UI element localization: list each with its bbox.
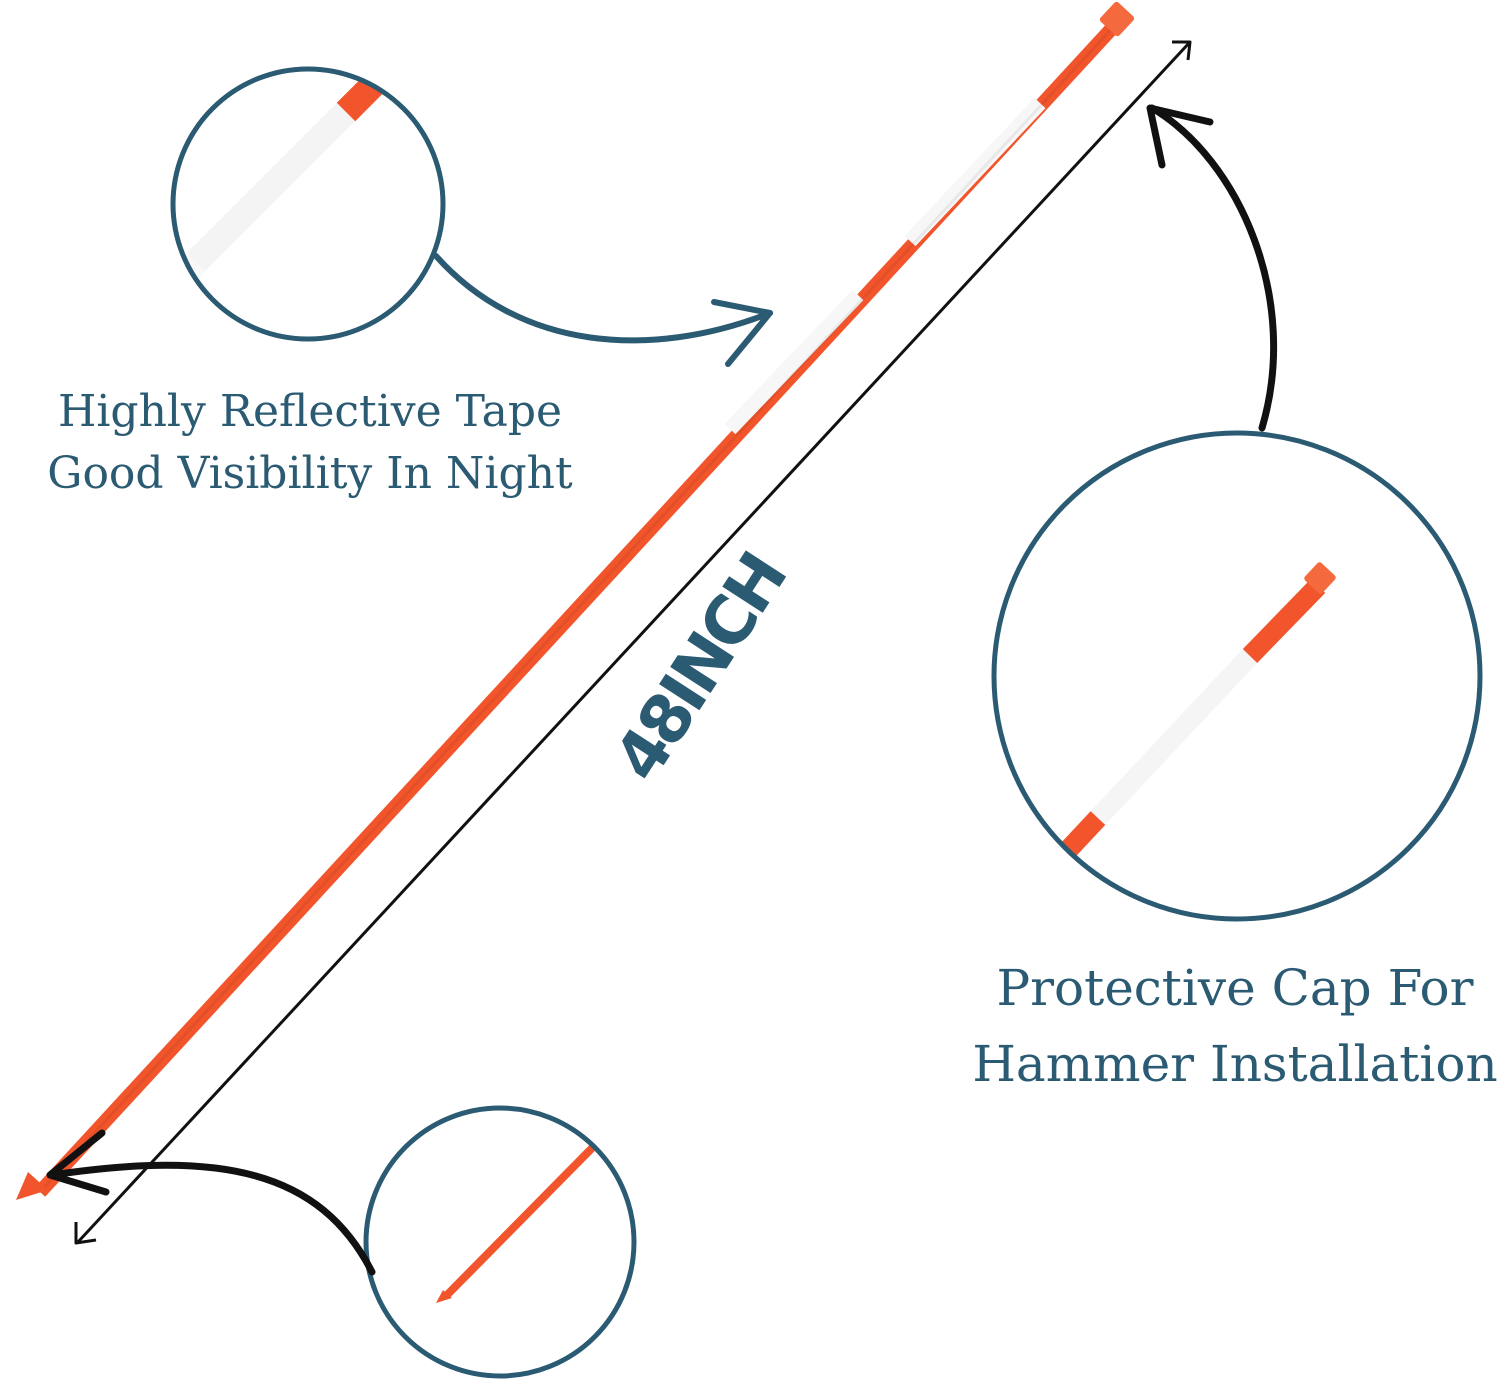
magnifier-circle-tip [363,1105,637,1379]
stake-pointed-tip [16,1172,48,1200]
protective-cap-caption-line2: Hammer Installation [972,1035,1498,1093]
reflective-tape-caption-line1: Highly Reflective Tape [57,386,563,437]
marker-stake [16,1,1135,1200]
protective-cap-caption-line1: Protective Cap For [996,959,1474,1017]
stake-shading [38,23,1117,1194]
reflective-band-lower [724,289,864,435]
reflective-tape-caption: Highly Reflective Tape Good Visibility I… [30,390,590,496]
magnifier-circle-tape [170,66,446,342]
dimension-arrowhead-top [1172,40,1192,61]
curved-arrow-tape [433,253,773,367]
magnifier-circle-cap [991,430,1483,922]
reflective-tape-caption-line2: Good Visibility In Night [47,448,573,499]
protective-cap [1099,1,1135,37]
reflective-band-upper [904,97,1046,247]
curved-arrow-tip [46,1129,376,1276]
dimension-arrowhead-bottom [74,1222,97,1245]
protective-cap-caption: Protective Cap For Hammer Installation [970,963,1500,1089]
curved-arrow-cap [1146,104,1278,432]
dimension-arrow [74,40,1192,1245]
